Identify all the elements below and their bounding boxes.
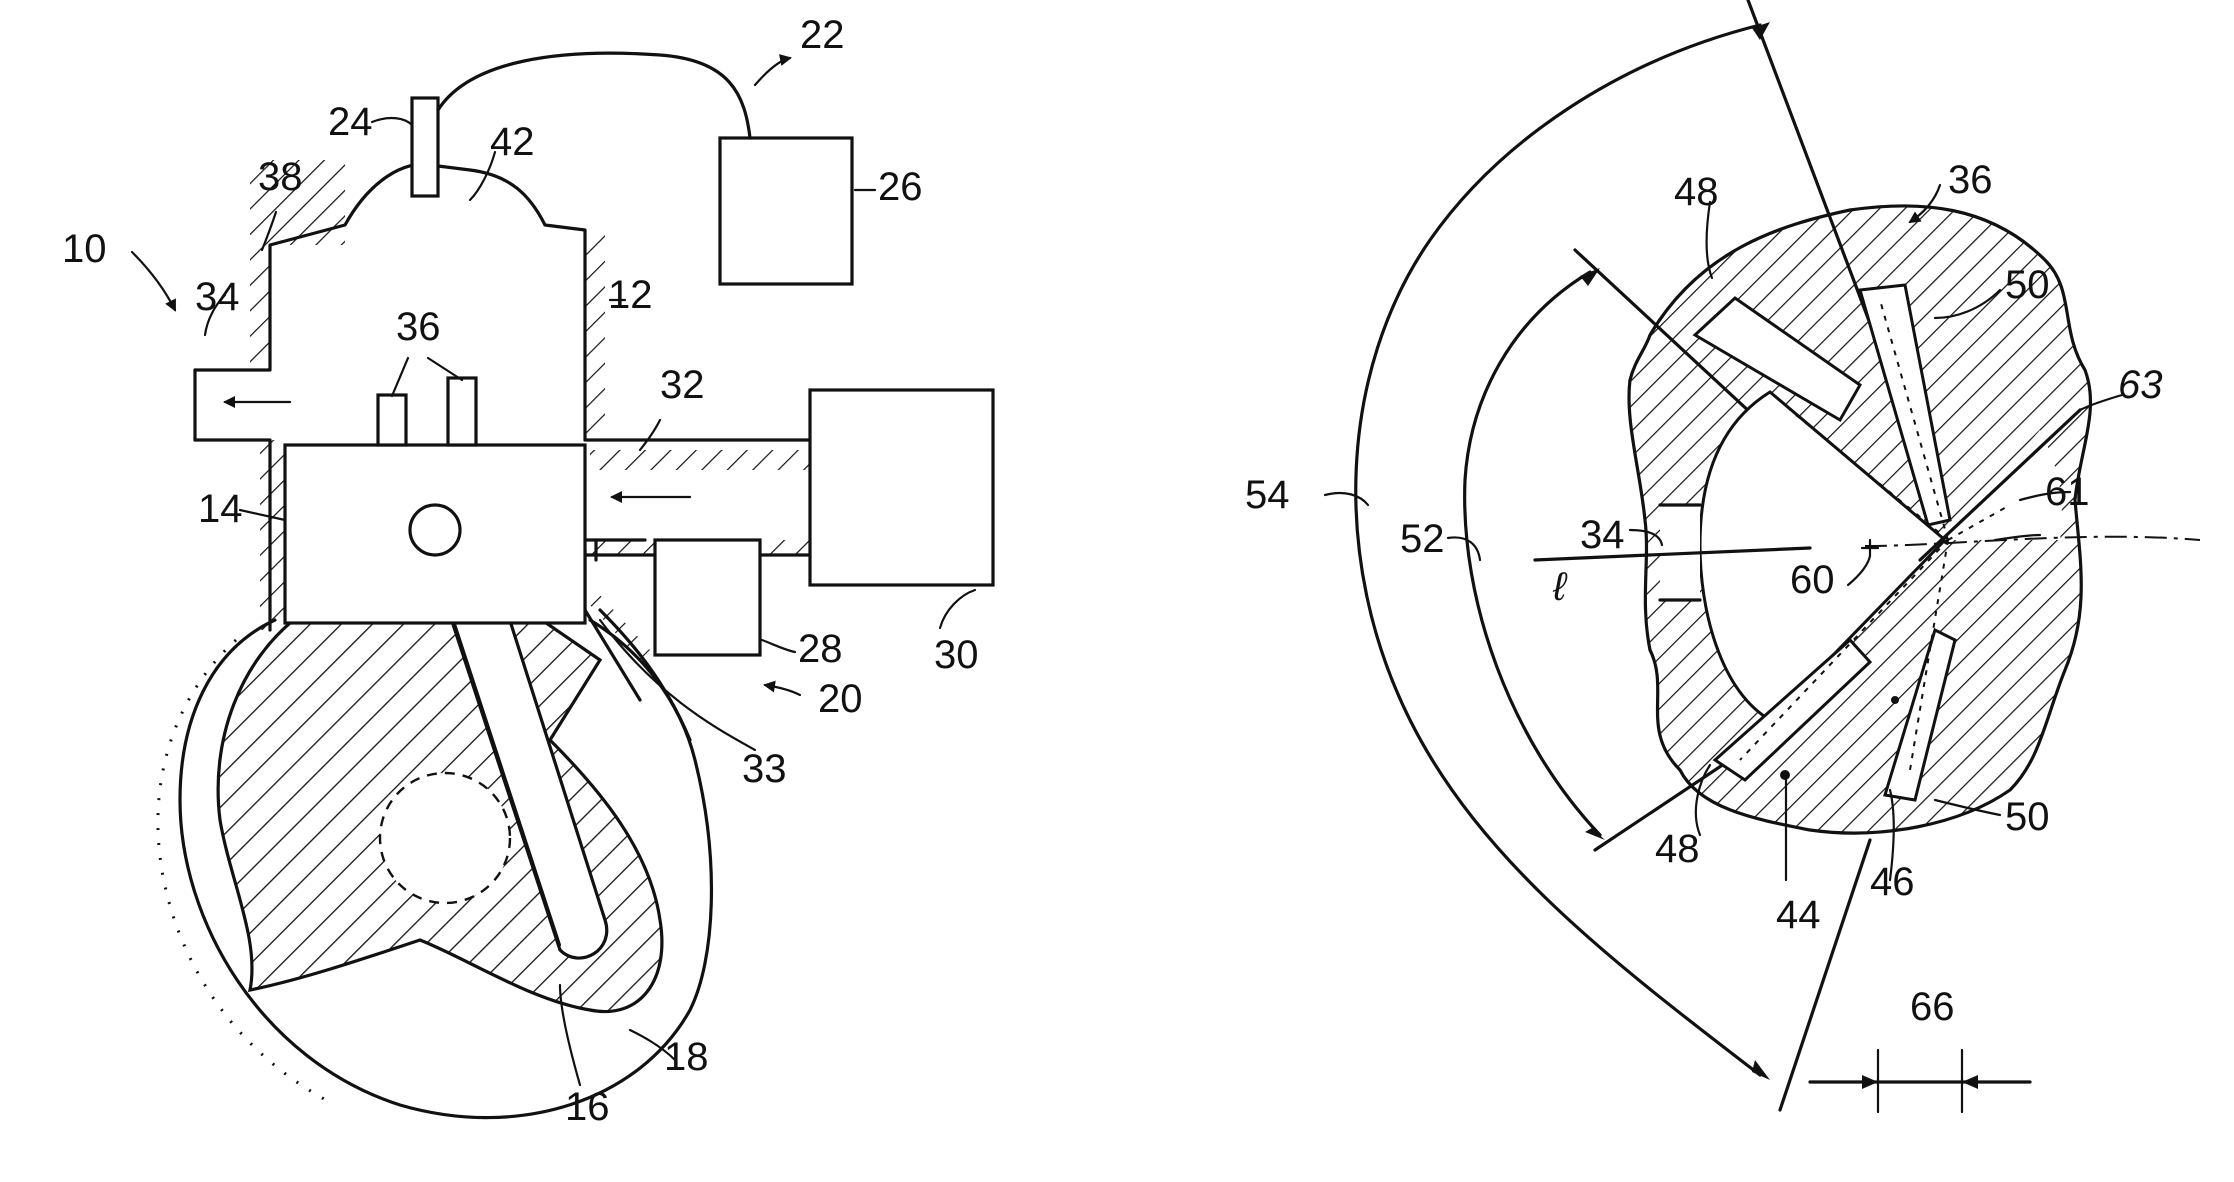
label-10: 10 xyxy=(62,227,107,271)
label-36: 36 xyxy=(396,305,441,349)
label-16: 16 xyxy=(565,1085,610,1129)
label-12: 12 xyxy=(608,273,653,317)
label-44: 44 xyxy=(1776,893,1821,937)
leader-lines xyxy=(130,54,977,1087)
slot-48-lower xyxy=(1712,637,1873,782)
label-20: 20 xyxy=(818,677,863,721)
centerline-left xyxy=(1533,546,1812,562)
dimension-66 xyxy=(1808,1048,2032,1114)
arc-52 xyxy=(1463,270,1602,837)
leader-lines-right xyxy=(1323,183,2124,882)
label-34-right: 34 xyxy=(1580,513,1625,557)
centerline-right xyxy=(1864,535,2201,547)
valve-disk-figure: ℓ xyxy=(1245,0,2201,1114)
piston xyxy=(283,443,587,625)
label-52: 52 xyxy=(1400,517,1445,561)
arc-54 xyxy=(1354,23,1762,1077)
valve-right xyxy=(446,376,478,447)
label-46: 46 xyxy=(1870,860,1915,904)
label-66: 66 xyxy=(1910,985,1955,1029)
exhaust-passage xyxy=(193,368,292,442)
slot-48-upper xyxy=(1692,296,1862,423)
slot-50-lower xyxy=(1883,627,1957,802)
connecting-rod xyxy=(442,598,609,960)
construction-lines xyxy=(1739,299,2011,771)
air-source-box xyxy=(808,388,995,587)
label-33: 33 xyxy=(742,747,787,791)
label-61: 61 xyxy=(2045,470,2090,514)
label-34: 34 xyxy=(195,275,240,319)
label-38: 38 xyxy=(258,155,303,199)
slot-50-upper xyxy=(1858,283,1952,527)
label-26: 26 xyxy=(878,165,923,209)
cylinder-wall xyxy=(193,160,812,742)
injector-box xyxy=(653,538,762,657)
controller-box xyxy=(718,136,854,286)
label-32: 32 xyxy=(660,363,705,407)
label-22: 22 xyxy=(800,13,845,57)
label-36-right: 36 xyxy=(1948,158,1993,202)
ignition-wire xyxy=(436,51,752,140)
label-28: 28 xyxy=(798,627,843,671)
line-63 xyxy=(1918,408,2082,562)
label-14: 14 xyxy=(198,487,243,531)
label-60: 60 xyxy=(1790,558,1835,602)
label-48-upper: 48 xyxy=(1674,170,1719,214)
crankcase-wall xyxy=(156,618,714,1120)
label-54: 54 xyxy=(1245,473,1290,517)
label-63: 63 xyxy=(2118,363,2163,407)
label-30: 30 xyxy=(934,633,979,677)
label-24: 24 xyxy=(328,100,373,144)
valve-left xyxy=(376,393,408,447)
label-48-lower: 48 xyxy=(1655,827,1700,871)
label-18: 18 xyxy=(664,1035,709,1079)
label-42: 42 xyxy=(490,120,535,164)
spark-plug xyxy=(410,96,440,198)
radial-line-lower xyxy=(1778,838,1872,1112)
label-50-upper: 50 xyxy=(2005,263,2050,307)
centerline-symbol: ℓ xyxy=(1552,565,1568,609)
label-50-lower: 50 xyxy=(2005,795,2050,839)
engine-figure: 10 12 14 16 18 20 22 24 26 28 30 32 33 3… xyxy=(62,13,995,1129)
